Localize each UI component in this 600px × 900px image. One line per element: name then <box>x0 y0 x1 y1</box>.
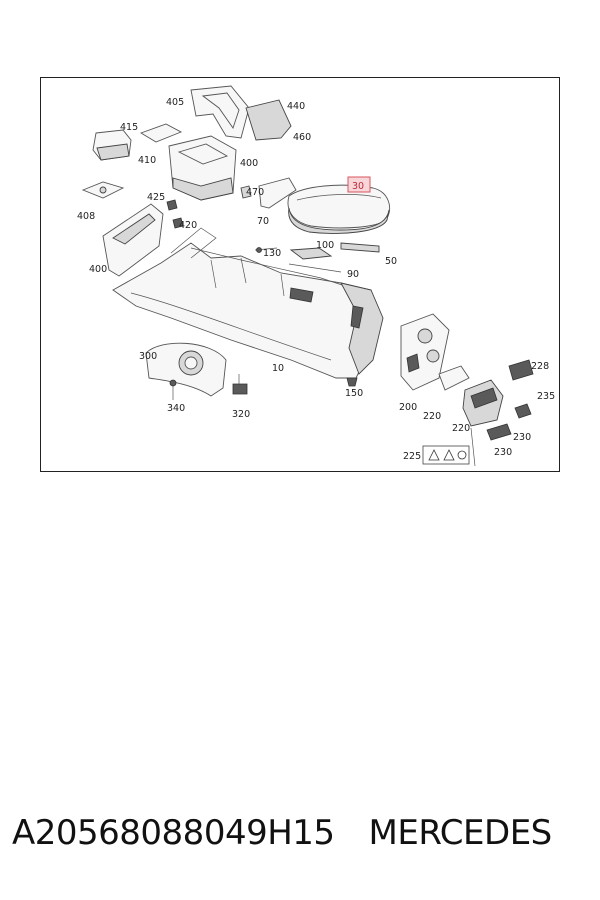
callout-400-upper: 400 <box>240 158 258 169</box>
side-panel-part <box>102 203 164 277</box>
callout-70: 70 <box>257 216 269 227</box>
callout-230-lower: 230 <box>494 447 512 458</box>
callout-150: 150 <box>345 388 363 399</box>
part-caption: A20568088049H15 MERCEDES <box>12 808 592 858</box>
callout-415: 415 <box>120 122 138 133</box>
callout-235: 235 <box>537 391 555 402</box>
callout-230-upper: 230 <box>513 432 531 443</box>
callout-425: 425 <box>147 192 165 203</box>
trim-cover-part <box>240 177 297 209</box>
callout-100: 100 <box>316 240 334 251</box>
brand-name: MERCEDES <box>368 813 553 853</box>
right-side-assembly <box>400 313 534 467</box>
callout-220-upper: 220 <box>423 411 441 422</box>
callout-408: 408 <box>77 211 95 222</box>
upper-tray-parts <box>168 85 292 201</box>
callout-220-lower: 220 <box>452 423 470 434</box>
callout-30: 30 <box>352 181 364 192</box>
callout-228: 228 <box>531 361 549 372</box>
callout-200: 200 <box>399 402 417 413</box>
callout-470: 470 <box>246 187 264 198</box>
callout-90: 90 <box>347 269 359 280</box>
small-parts-left <box>81 123 184 229</box>
callout-400-lower: 400 <box>89 264 107 275</box>
callout-300: 300 <box>139 351 157 362</box>
callout-320: 320 <box>232 409 250 420</box>
callout-405: 405 <box>166 97 184 108</box>
callout-340: 340 <box>167 403 185 414</box>
plate-strip-parts <box>254 242 380 273</box>
callout-410: 410 <box>138 155 156 166</box>
highlight-box-30 <box>347 176 371 193</box>
callout-420: 420 <box>179 220 197 231</box>
armrest-lid-part <box>287 184 391 234</box>
exploded-parts-diagram: 405 440 415 460 410 400 30 425 470 408 7… <box>77 85 555 467</box>
callout-225: 225 <box>403 451 421 462</box>
callout-130: 130 <box>263 248 281 259</box>
callout-10: 10 <box>272 363 284 374</box>
part-number: A20568088049H15 <box>12 813 335 853</box>
center-console-body <box>112 227 384 379</box>
callout-440: 440 <box>287 101 305 112</box>
parts-diagram-frame: 405 440 415 460 410 400 30 425 470 408 7… <box>40 77 560 472</box>
lower-left-parts <box>145 342 358 400</box>
callout-460: 460 <box>293 132 311 143</box>
callout-50: 50 <box>385 256 397 267</box>
